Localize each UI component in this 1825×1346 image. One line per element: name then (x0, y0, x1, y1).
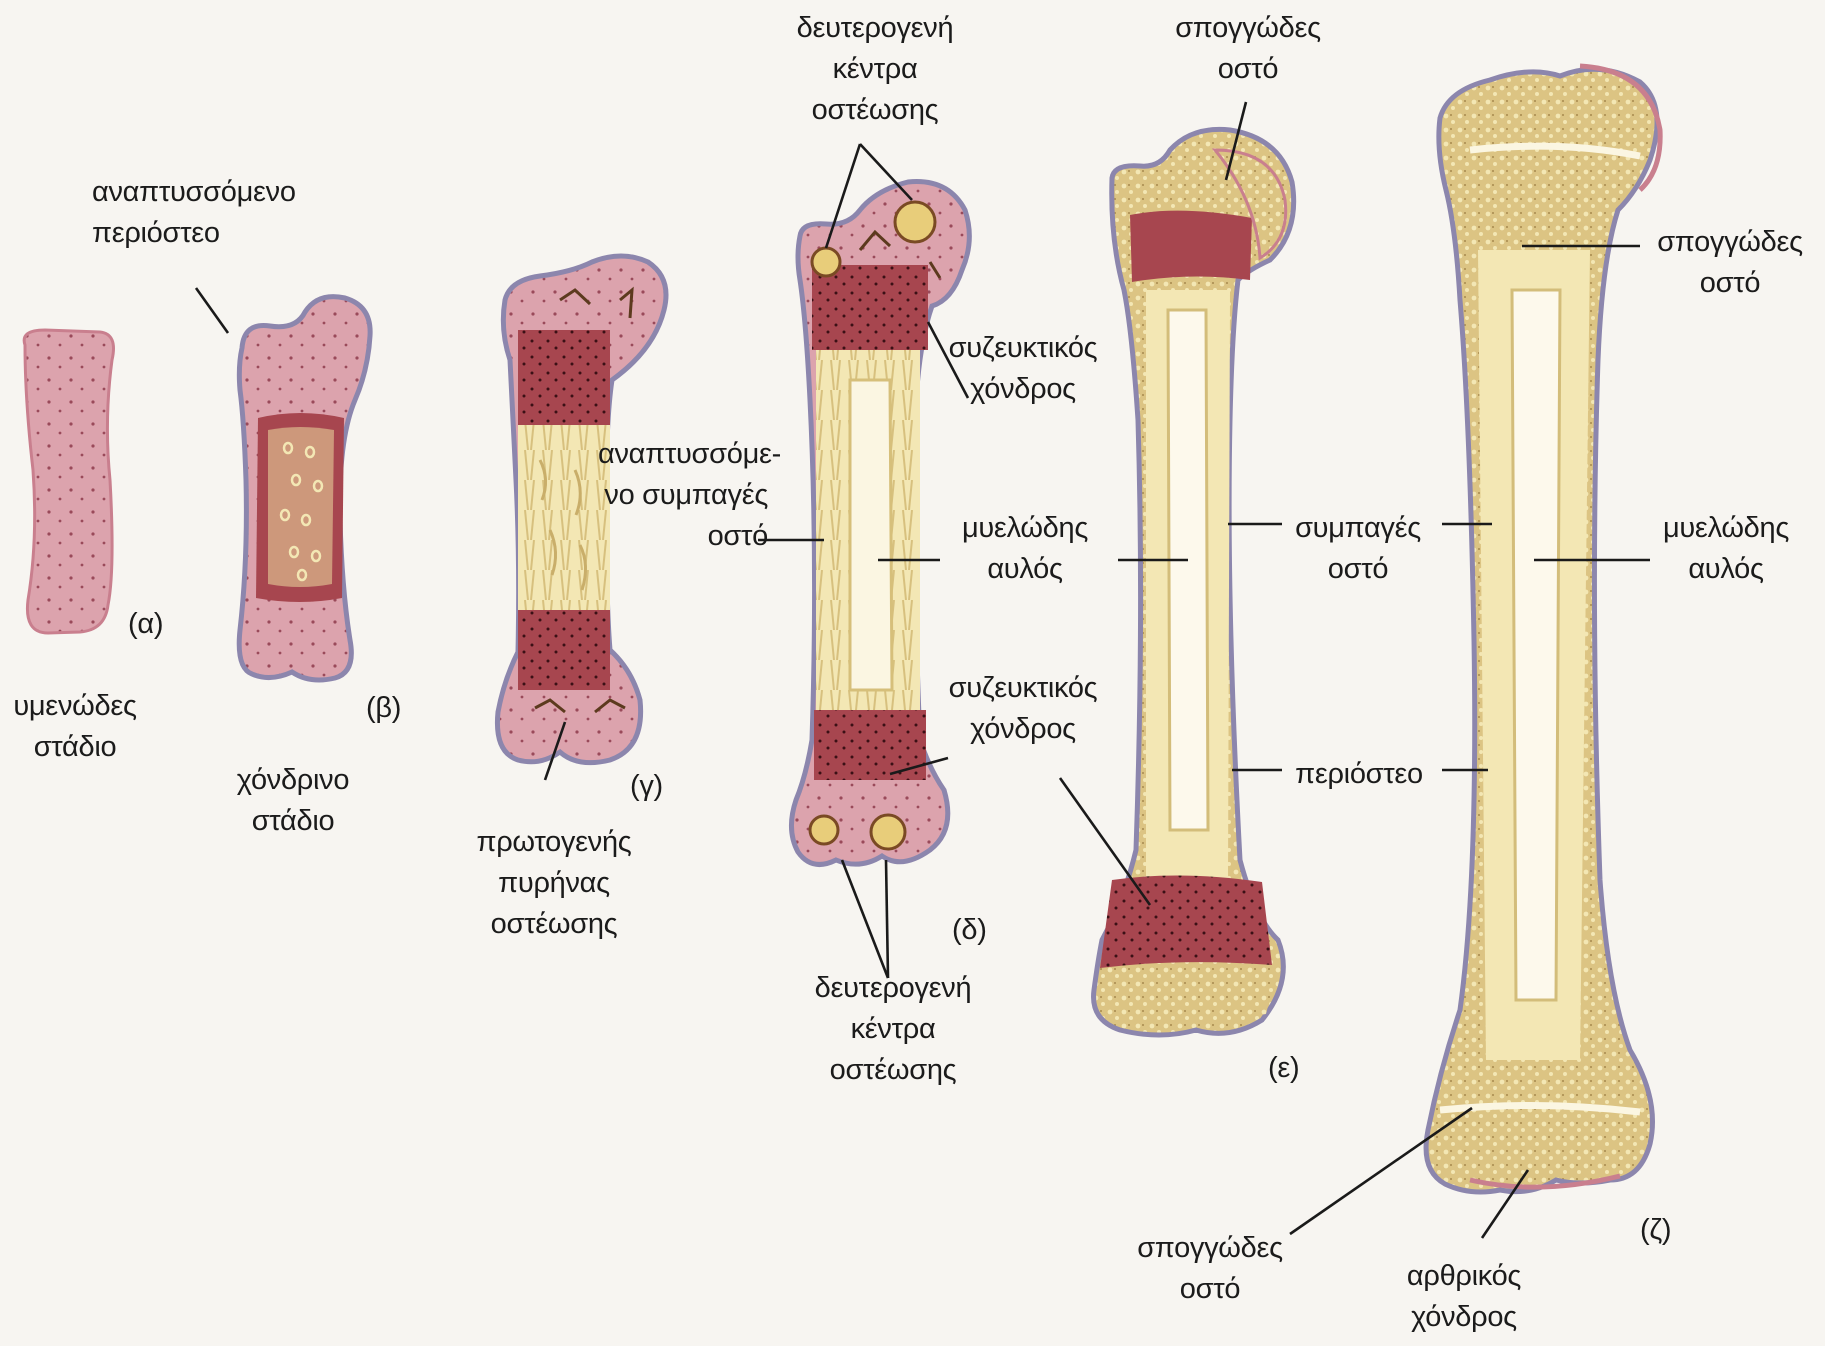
marrow-cavity-label: μυελώδης αυλός (960, 508, 1090, 590)
bone-stage-a (24, 330, 113, 633)
spongy-bone-right-label: σπογγώδες οστό (1650, 222, 1810, 304)
cartilage-stage-label: χόνδρινο στάδιο (228, 760, 358, 842)
stage-g-tag: (γ) (630, 766, 663, 807)
stage-e-tag: (ε) (1268, 1048, 1299, 1089)
bone-stage-e (1094, 129, 1294, 1035)
epiphyseal-cartilage-bottom-label: συζευκτικός χόνδρος (948, 668, 1098, 750)
bone-stage-d (791, 182, 969, 865)
developing-compact-bone-label: αναπτυσσόμε- νο συμπαγές οστό (598, 434, 768, 557)
primary-ossification-center-label: πρωτογενής πυρήνας οστέωσης (474, 822, 634, 945)
developing-periosteum-label: αναπτυσσόμενο περιόστεο (92, 172, 296, 254)
spongy-bone-top-label: σπογγώδες οστό (1168, 8, 1328, 90)
secondary-ossification-centers-top-label: δευτερογενή κέντρα οστέωσης (790, 8, 960, 131)
membranous-stage-label: υμενώδες στάδιο (10, 686, 140, 768)
stage-d-tag: (δ) (952, 910, 987, 951)
stage-a-tag: (α) (128, 604, 163, 645)
bone-stage-b (239, 297, 370, 680)
stage-b-tag: (β) (366, 688, 401, 729)
bone-stage-z (1426, 66, 1660, 1192)
periosteum-label: περιόστεο (1284, 754, 1434, 795)
compact-bone-label: συμπαγές οστό (1288, 508, 1428, 590)
marrow-cavity-right-label: μυελώδης αυλός (1656, 508, 1796, 590)
stage-z-tag: (ζ) (1640, 1210, 1671, 1251)
articular-cartilage-label: αρθρικός χόνδρος (1384, 1256, 1544, 1338)
spongy-bone-bottom-label: σπογγώδες οστό (1130, 1228, 1290, 1310)
secondary-ossification-centers-bottom-label: δευτερογενή κέντρα οστέωσης (808, 968, 978, 1091)
epiphyseal-cartilage-top-label: συζευκτικός χόνδρος (948, 328, 1098, 410)
